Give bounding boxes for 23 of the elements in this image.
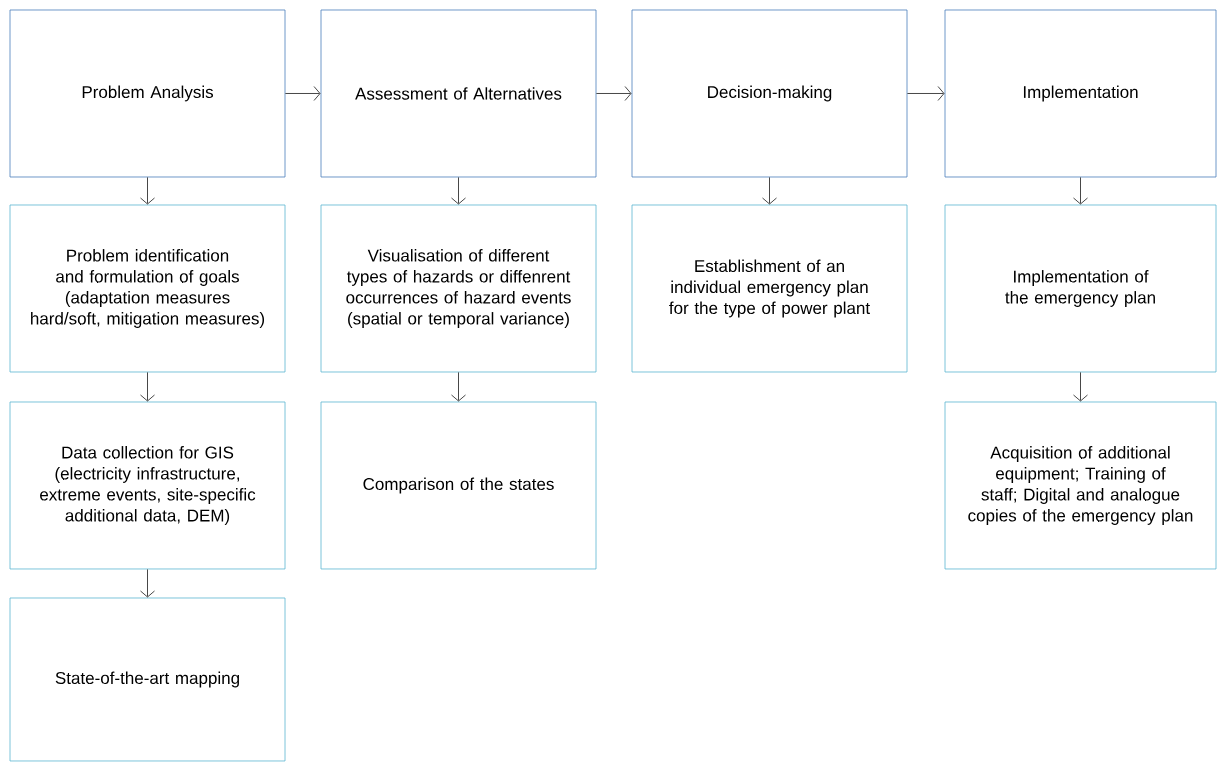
step-box: Acquisition of additional equipment; Training of staff; Digital and analogue copies of the emergency plan	[944, 401, 1217, 570]
step-box: Data collection for GIS (electricity infrastructure, extreme events, site-specific additional data, DEM)	[9, 401, 286, 570]
arrow	[451, 371, 466, 402]
arrow	[1073, 371, 1088, 402]
arrow	[284, 86, 321, 101]
arrow	[140, 176, 155, 205]
stage-box: Decision-making	[631, 9, 908, 178]
arrow	[140, 371, 155, 402]
arrow	[906, 86, 945, 101]
step-box: State-of-the-art mapping	[9, 597, 286, 762]
arrow	[762, 176, 777, 205]
stage-box: Assessment of Alternatives	[320, 9, 597, 178]
stage-box: Implementation	[944, 9, 1217, 178]
arrow	[595, 86, 632, 101]
arrow	[140, 568, 155, 598]
step-box: Implementation of the emergency plan	[944, 204, 1217, 373]
arrow	[451, 176, 466, 205]
step-box: Problem identification and formulation of goals (adaptation measures hard/soft, mitigation measures)	[9, 204, 286, 373]
step-box: Comparison of the states	[320, 401, 597, 570]
step-box: Visualisation of different types of hazards or diffenrent occurrences of hazard events (spatial or temporal variance)	[320, 204, 597, 373]
step-box: Establishment of an individual emergency plan for the type of power plant	[631, 204, 908, 373]
arrow	[1073, 176, 1088, 205]
stage-box: Problem Analysis	[9, 9, 286, 178]
